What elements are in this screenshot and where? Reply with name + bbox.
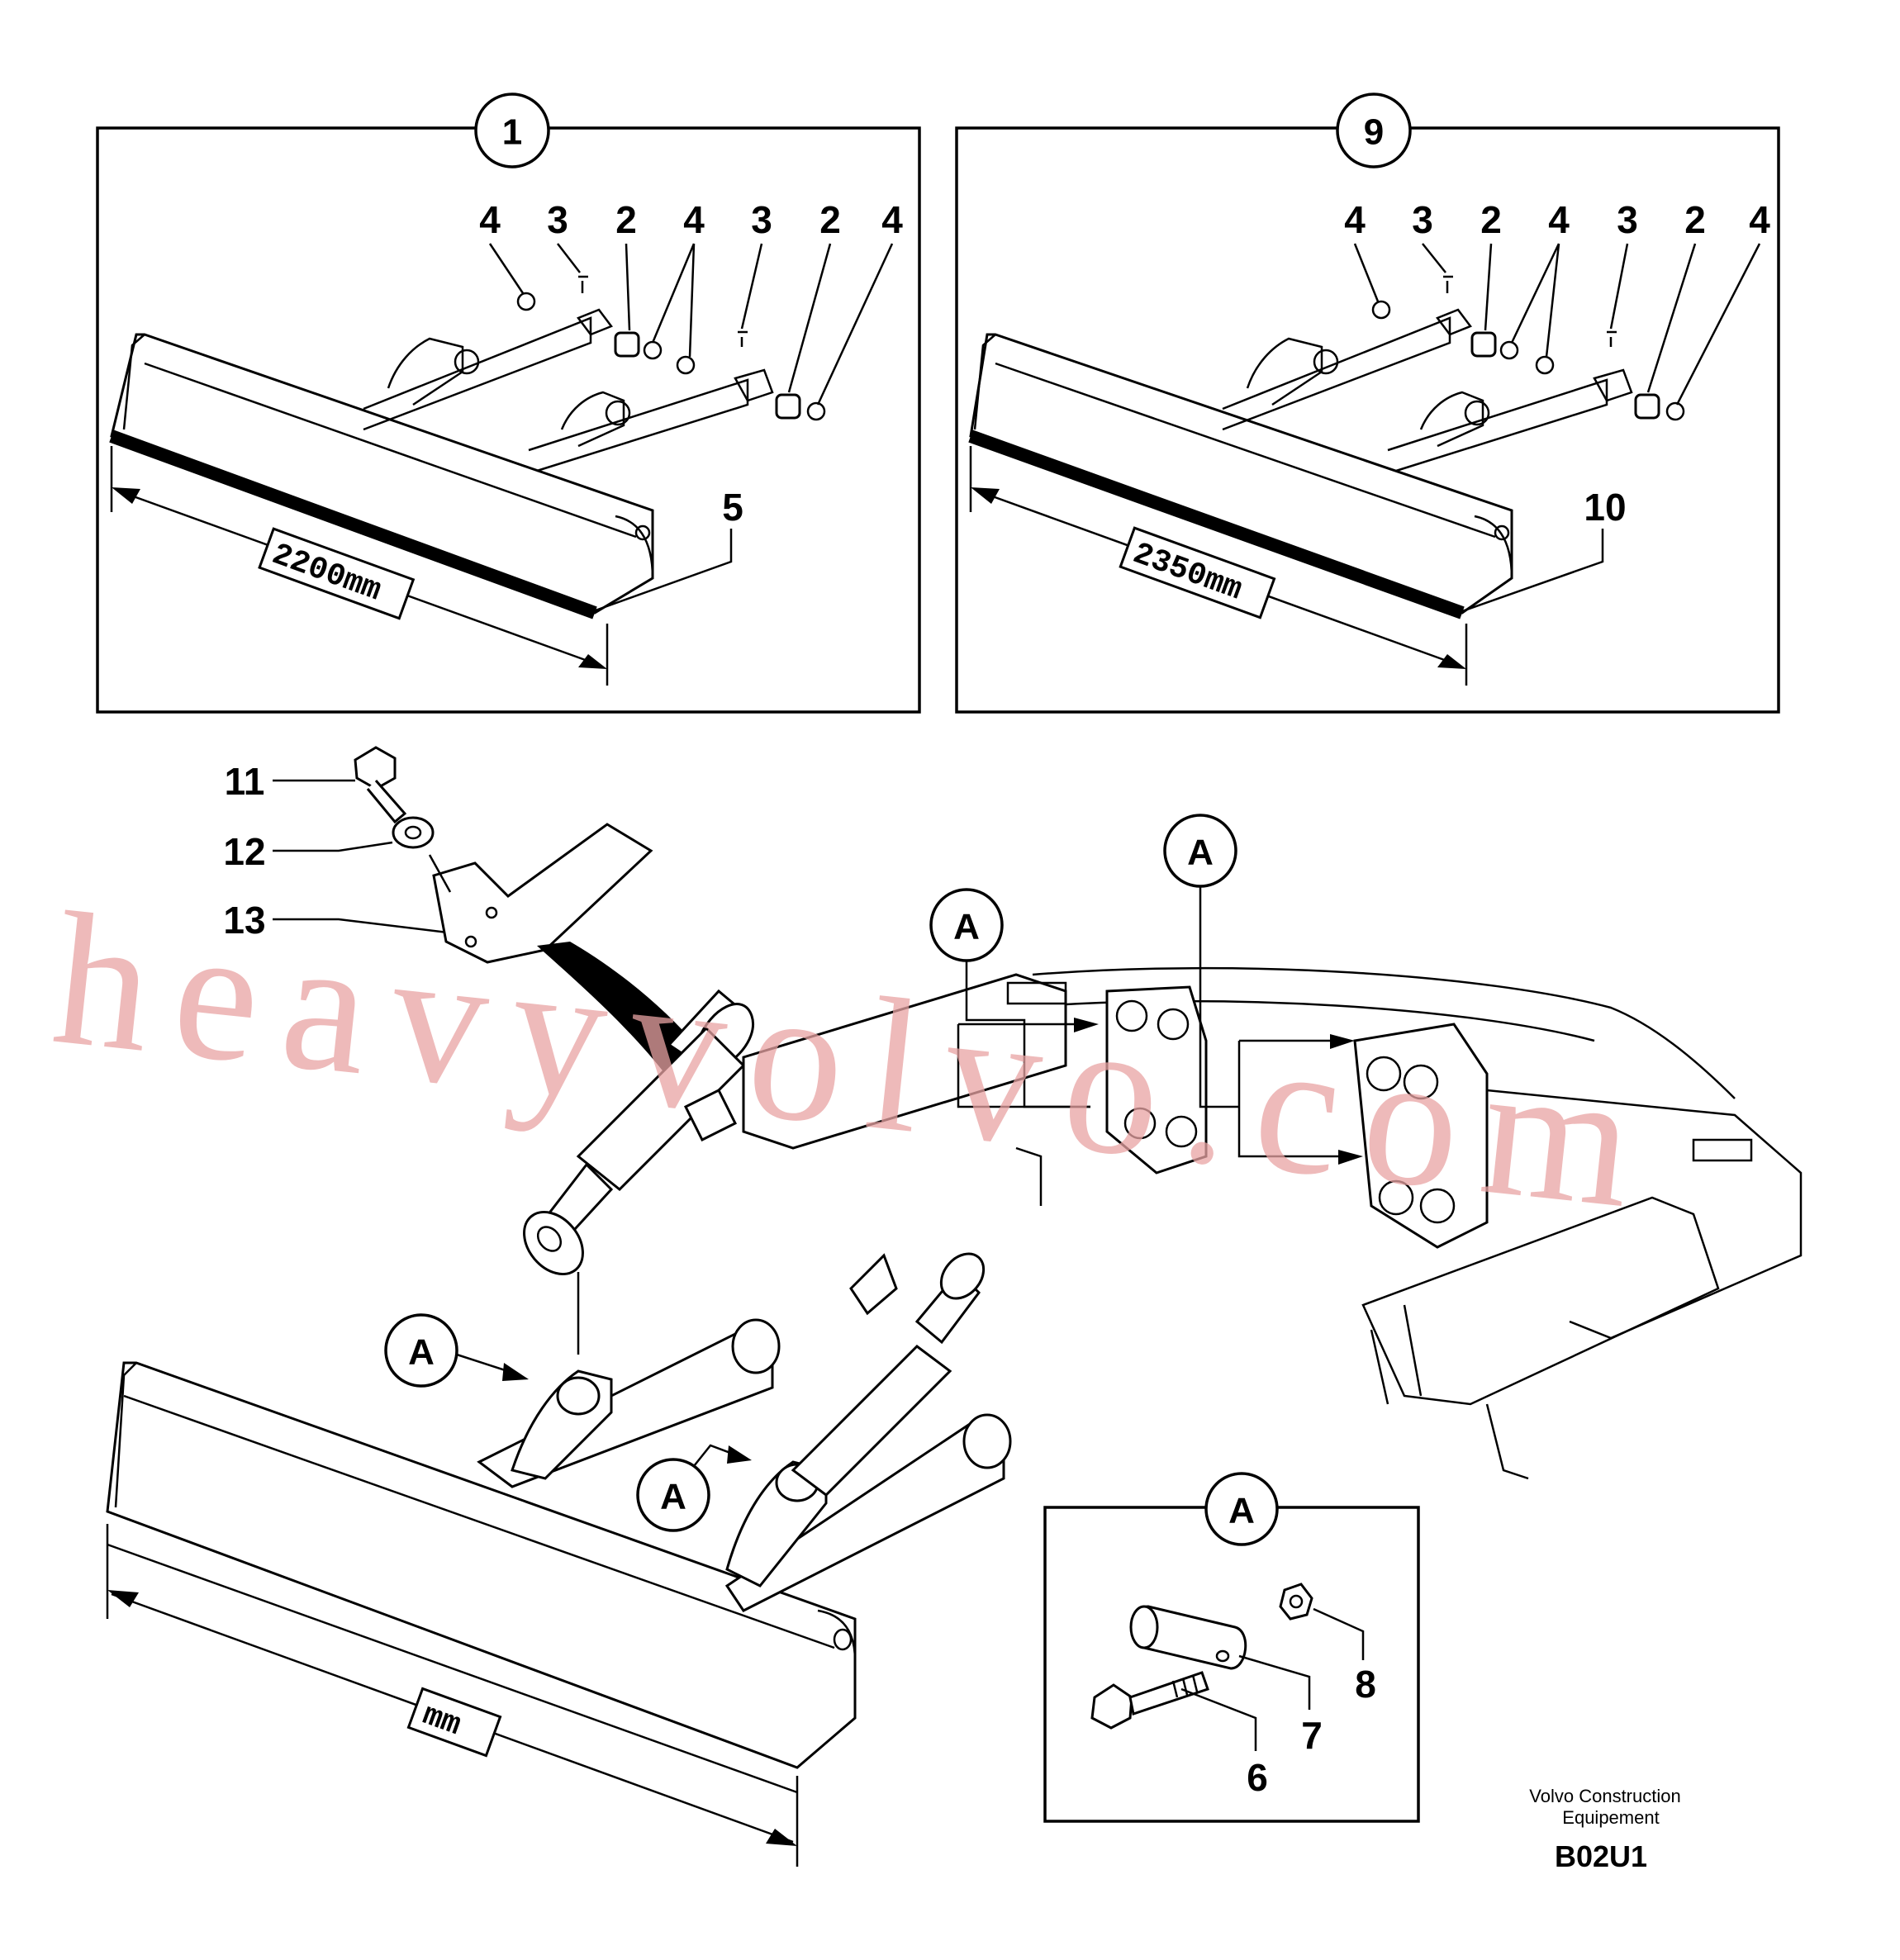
marker-a: A (1187, 833, 1214, 873)
bolt-6 (1090, 1671, 1209, 1730)
company-line-2: Equipement (1562, 1807, 1659, 1828)
panel-1-callouts: 4 3 2 4 3 2 4 5 (479, 198, 903, 529)
cutting-edge-2350 (968, 429, 1465, 619)
watermark: heavyvolvo.com (45, 872, 1667, 1250)
panel-1-number: 1 (502, 112, 522, 153)
main-blade: mm (106, 1252, 1012, 1867)
detail-a-label: A (1228, 1491, 1255, 1531)
callout-4: 4 (1749, 198, 1770, 241)
callout-5: 5 (722, 486, 743, 529)
pin-7 (1129, 1605, 1247, 1670)
hardware-group: 11 12 13 (223, 746, 719, 1090)
callout-8: 8 (1355, 1663, 1376, 1706)
panel-1-circle (474, 93, 550, 168)
washer-12 (392, 816, 435, 849)
tilt-cylinder (523, 989, 755, 1355)
callout-4: 4 (683, 198, 705, 241)
callout-12: 12 (223, 830, 265, 873)
callout-13: 13 (223, 899, 265, 942)
detail-markers: A A A A (384, 814, 1239, 1532)
callout-10: 10 (1584, 486, 1626, 529)
bracket-13 (432, 823, 653, 964)
footer: Volvo Construction Equipement B02U1 (1529, 1786, 1680, 1873)
callout-2: 2 (1480, 198, 1502, 241)
blade-2350: 2350mm (968, 275, 1685, 686)
callout-4: 4 (479, 198, 501, 241)
callout-11: 11 (225, 760, 265, 803)
bolt-11 (354, 746, 407, 824)
panel-9: 9 (955, 93, 1780, 714)
nut-8 (1279, 1583, 1313, 1621)
drawing-code: B02U1 (1555, 1839, 1647, 1873)
panel-1: 1 (96, 93, 921, 714)
callout-4: 4 (1344, 198, 1366, 241)
panel-9-callouts: 4 3 2 4 3 2 4 10 (1344, 198, 1770, 529)
marker-a: A (660, 1477, 686, 1517)
marker-a: A (953, 907, 980, 947)
blade-2200: 2200mm (109, 275, 826, 686)
callout-7: 7 (1301, 1714, 1323, 1757)
callout-2: 2 (819, 198, 841, 241)
callout-3: 3 (751, 198, 772, 241)
callout-4: 4 (1548, 198, 1570, 241)
callout-3: 3 (547, 198, 568, 241)
callout-4: 4 (881, 198, 903, 241)
marker-a: A (408, 1332, 435, 1373)
hose (537, 942, 719, 1090)
callout-2: 2 (1684, 198, 1706, 241)
callout-6: 6 (1247, 1756, 1268, 1799)
callout-3: 3 (1617, 198, 1638, 241)
callout-3: 3 (1412, 198, 1433, 241)
callout-2: 2 (615, 198, 637, 241)
detail-a-panel: A 6 7 8 (1043, 1472, 1420, 1823)
cutting-edge-2200 (109, 429, 597, 619)
panel-9-circle (1336, 93, 1412, 168)
company-line-1: Volvo Construction (1529, 1786, 1680, 1806)
panel-9-number: 9 (1364, 112, 1384, 153)
machine-frame (742, 966, 1803, 1480)
